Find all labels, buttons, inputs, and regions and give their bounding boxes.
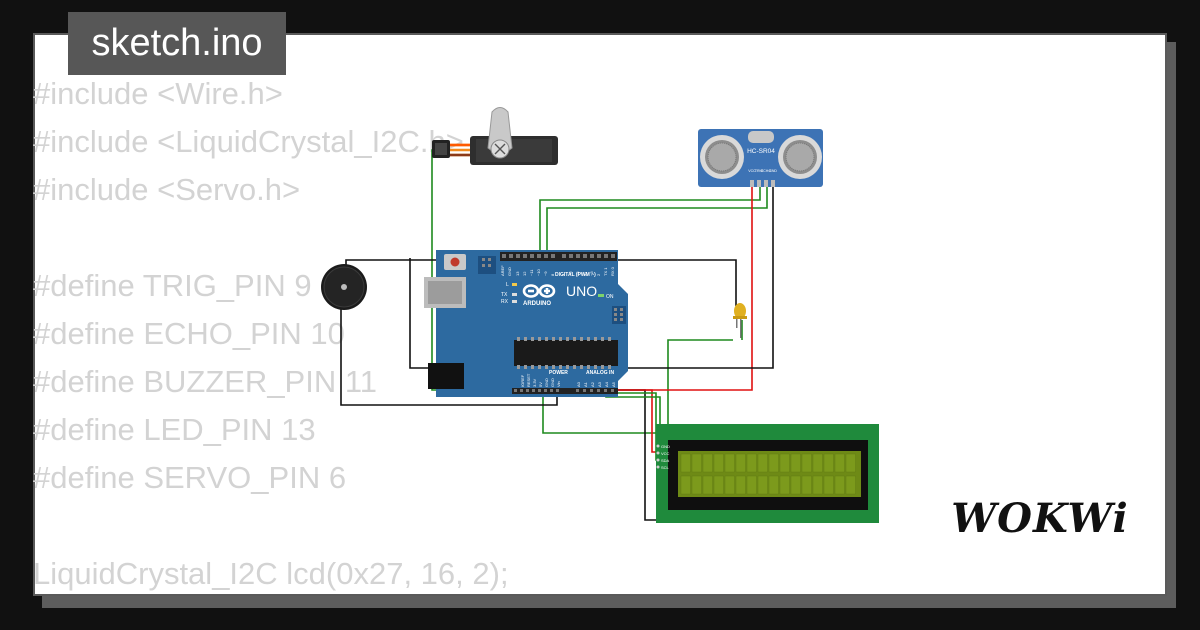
code-line: #include <Wire.h>: [33, 76, 283, 111]
wire-trig[interactable]: [539, 186, 761, 254]
sensor-pin-echo: ECHO: [761, 169, 771, 173]
code-line: #define ECHO_PIN 10: [33, 316, 345, 351]
digital-pin-label: 7: [561, 273, 566, 276]
analog-pin-label: A5: [611, 381, 616, 387]
arduino-brand: UNO: [566, 283, 597, 299]
power-pin-label: Vin: [556, 381, 561, 387]
wire-lcd-scl[interactable]: [605, 390, 662, 469]
sensor-pin-trig: TRIG: [755, 169, 764, 173]
led-label-rx: RX: [501, 299, 509, 305]
analog-label: ANALOG IN: [586, 370, 614, 376]
wokwi-logo-text: WOKWi: [951, 495, 1129, 542]
piezo-buzzer[interactable]: [321, 264, 367, 310]
lcd-pin-sda: SDA: [661, 458, 670, 463]
digital-pin-label: ~10: [536, 268, 541, 276]
analog-pin-label: A3: [597, 381, 602, 387]
led-label-l: L: [506, 282, 509, 288]
power-pin-label: GND: [544, 378, 549, 387]
digital-pin-label: 13: [515, 271, 520, 276]
wire-echo[interactable]: [546, 186, 768, 254]
wire-lcd-vcc[interactable]: [556, 389, 662, 453]
lcd-pin-gnd: GND: [661, 444, 670, 449]
code-line: #define SERVO_PIN 6: [33, 460, 347, 495]
ultrasonic-sensor[interactable]: HC-SR04 VCC TRIG ECHO GND: [698, 129, 823, 187]
digital-pin-label: ~3: [589, 271, 594, 276]
lcd-pin-vcc: VCC: [661, 451, 670, 456]
sensor-label: HC-SR04: [747, 148, 775, 155]
analog-pin-label: A2: [590, 381, 595, 387]
sensor-pin-gnd: GND: [769, 169, 777, 173]
code-line: #define TRIG_PIN 9: [33, 268, 312, 303]
digital-pin-label: ~9: [543, 271, 548, 276]
arduino-uno[interactable]: AREF GND 13 12 ~11 ~10 ~9 8 7 ~6 ~5 4 ~3…: [424, 250, 628, 397]
digital-header-label: DIGITAL (PWM ~): [555, 272, 596, 278]
lcd-display[interactable]: GND VCC SDA SCL: [656, 424, 879, 523]
power-pin-label: 5V: [538, 382, 543, 387]
code-line: #define BUZZER_PIN 11: [33, 364, 378, 399]
analog-pin-label: A4: [604, 381, 609, 387]
power-label: POWER: [549, 370, 568, 376]
digital-pin-label: 4: [582, 273, 587, 276]
lcd-pin-scl: SCL: [661, 465, 670, 470]
digital-pin-label: RX 0: [610, 266, 615, 276]
servo-motor[interactable]: [432, 107, 558, 166]
digital-pin-label: ~11: [529, 269, 534, 276]
on-label: ON: [606, 294, 614, 300]
analog-pin-label: A0: [576, 381, 581, 387]
digital-pin-label: ~6: [568, 271, 573, 276]
digital-pin-label: 12: [522, 271, 527, 276]
wokwi-logo: WOKWi: [951, 495, 1129, 542]
sensor-pin-vcc: VCC: [748, 169, 756, 173]
wire-lcd-gnd[interactable]: [552, 389, 658, 521]
power-pin-label: 3.3V: [532, 378, 537, 387]
power-pin-label: GND: [550, 378, 555, 387]
wire-servo-signal[interactable]: [431, 149, 733, 434]
code-line: LiquidCrystal_I2C lcd(0x27, 16, 2);: [33, 556, 509, 591]
power-pin-label: RESET: [526, 373, 531, 387]
led[interactable]: [733, 303, 747, 338]
analog-pin-label: A1: [583, 381, 588, 387]
led-label-tx: TX: [501, 292, 508, 298]
code-line: #include <Servo.h>: [33, 172, 301, 207]
file-tab[interactable]: sketch.ino: [68, 12, 286, 75]
digital-pin-label: ~5: [575, 271, 580, 276]
wire-buzzer-signal[interactable]: [340, 300, 558, 406]
arduino-logo: [522, 284, 556, 298]
arduino-maker: ARDUINO: [523, 301, 551, 307]
code-line: #define LED_PIN 13: [33, 412, 316, 447]
digital-pin-label: 2: [596, 273, 601, 276]
code-line: #include <LiquidCrystal_I2C.h>: [33, 124, 464, 159]
arduino-gnd-label: GND: [507, 267, 512, 276]
digital-pin-label: 8: [550, 273, 555, 276]
digital-pin-label: TX 1: [603, 267, 608, 276]
power-pin-label: IOREF: [520, 374, 525, 387]
code-background: #include <Wire.h> #include <LiquidCrysta…: [33, 70, 509, 598]
arduino-aref-label: AREF: [500, 265, 505, 276]
